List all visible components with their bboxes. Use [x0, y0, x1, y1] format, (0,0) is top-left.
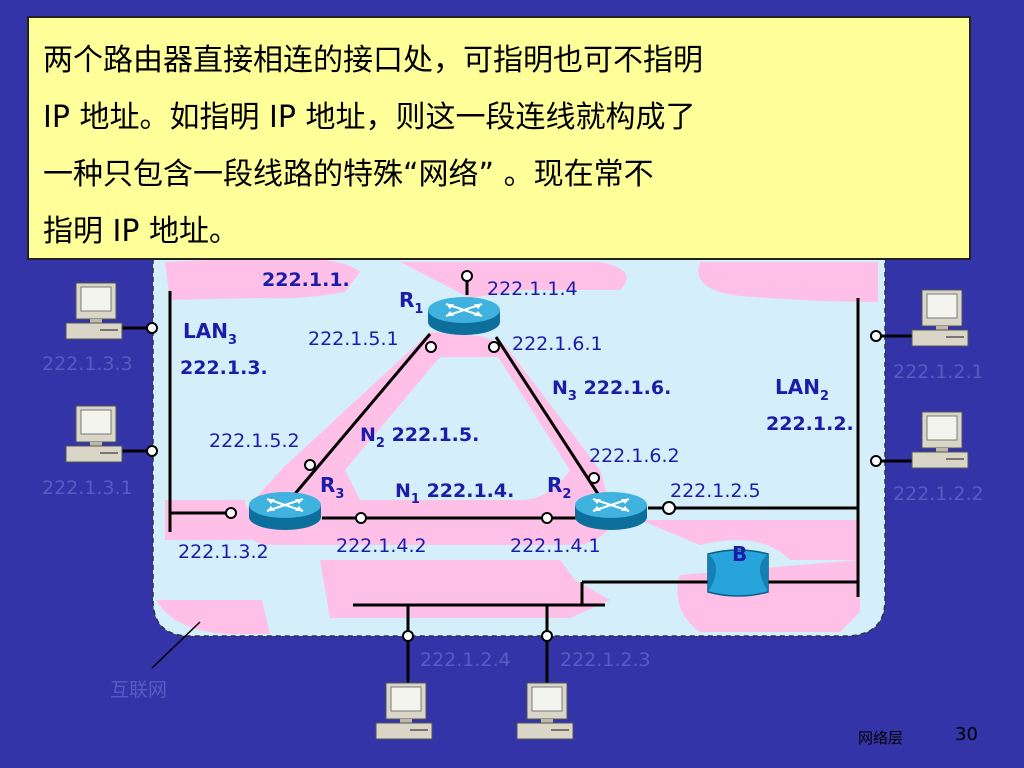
footer-title: 网络层 [858, 729, 904, 747]
n2-label: N2 222.1.5. [360, 424, 479, 451]
addr-r2-top: 222.1.6.2 [589, 445, 680, 467]
addr-r1-right: 222.1.6.1 [512, 333, 603, 355]
addr-r3-top: 222.1.5.2 [209, 430, 300, 452]
note-line-2: IP 地址。如指明 IP 地址，则这一段连线就构成了 [43, 100, 696, 135]
lan3-prefix: 222.1.3. [180, 357, 268, 379]
interface-dot [146, 322, 158, 334]
addr-host-lan2-b: 222.1.2.2 [893, 483, 984, 505]
note-line-4: 指明 IP 地址。 [43, 214, 240, 249]
addr-r3-bottom: 222.1.3.2 [178, 541, 269, 563]
explanation-note: 两个路由器直接相连的接口处，可指明也可不指明 IP 地址。如指明 IP 地址，则… [27, 16, 971, 260]
addr-host-lan3-b: 222.1.3.1 [42, 477, 133, 499]
router-r2-label: R2 [547, 473, 571, 502]
interface-dot [425, 341, 437, 353]
addr-host-bottom-b: 222.1.2.3 [560, 649, 651, 671]
addr-host-lan2-a: 222.1.2.1 [893, 361, 984, 383]
pc-icon [375, 682, 433, 740]
internet-pointer [151, 621, 201, 669]
addr-r2-left: 222.1.4.1 [510, 535, 601, 557]
interface-dot [588, 472, 600, 484]
addr-r2-right: 222.1.2.5 [670, 480, 761, 502]
addr-host-lan3-a: 222.1.3.3 [42, 353, 133, 375]
pc-icon [65, 405, 123, 463]
pc-icon [911, 289, 969, 347]
interface-dot [488, 341, 500, 353]
interface-dot [870, 330, 882, 342]
router-r3-label: R3 [320, 473, 344, 502]
pc-icon [65, 282, 123, 340]
pc-icon [516, 682, 574, 740]
router-r3-icon [247, 490, 323, 532]
interface-dot [662, 501, 676, 515]
router-r2-icon [573, 490, 649, 532]
interface-dot [304, 459, 316, 471]
n3-label: N3 222.1.6. [552, 377, 671, 404]
bridge-label: B [732, 542, 747, 566]
router-r1-icon [426, 295, 502, 337]
note-line-3: 一种只包含一段线路的特殊“网络” 。现在常不 [43, 157, 654, 192]
lan2-name: LAN2 [775, 375, 829, 404]
note-line-1: 两个路由器直接相连的接口处，可指明也可不指明 [43, 43, 703, 78]
addr-r1-top: 222.1.1. [262, 269, 350, 291]
router-r1-label: R1 [399, 288, 423, 317]
lan2-prefix: 222.1.2. [766, 413, 854, 435]
interface-dot [355, 512, 367, 524]
addr-r3-right: 222.1.4.2 [336, 535, 427, 557]
interface-dot [870, 455, 882, 467]
triangle-interior [345, 357, 570, 500]
interface-dot [541, 630, 553, 642]
internet-label: 互联网 [110, 679, 167, 701]
interface-dot [461, 270, 473, 282]
addr-r1-top-right: 222.1.1.4 [487, 278, 578, 300]
page-number: 30 [955, 724, 978, 745]
addr-host-bottom-a: 222.1.2.4 [420, 649, 511, 671]
bridge-b-icon [707, 549, 769, 597]
lan3-name: LAN3 [183, 319, 237, 348]
interface-dot [225, 507, 237, 519]
links [116, 276, 912, 690]
pc-icon [911, 411, 969, 469]
interface-dot [402, 630, 414, 642]
n1-label: N1 222.1.4. [395, 480, 514, 507]
interface-dot [541, 512, 553, 524]
addr-r1-left: 222.1.5.1 [308, 328, 399, 350]
interface-dot [146, 445, 158, 457]
